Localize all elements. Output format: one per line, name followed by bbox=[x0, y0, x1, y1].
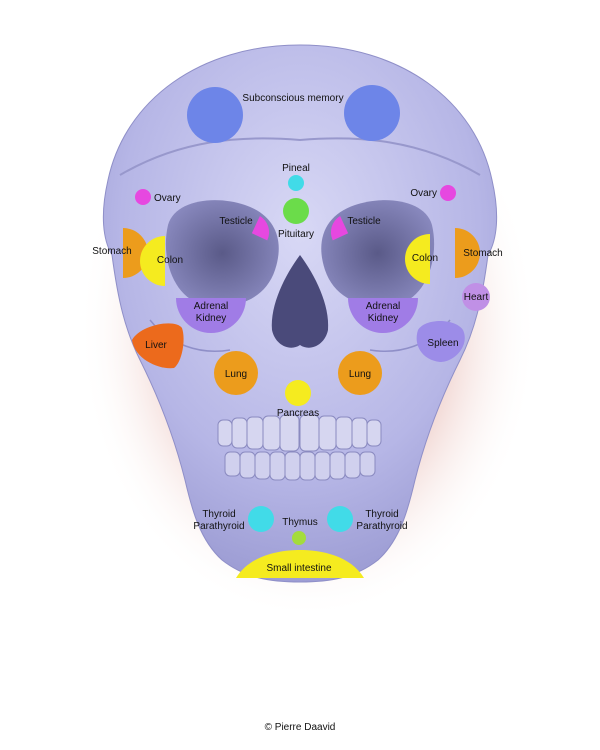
label-lung-left: Lung bbox=[225, 369, 247, 380]
label-pineal: Pineal bbox=[282, 163, 310, 174]
label-lung-right: Lung bbox=[349, 369, 371, 380]
label-liver: Liver bbox=[145, 340, 167, 351]
zone-testicle-left bbox=[251, 215, 270, 241]
upper-teeth bbox=[217, 414, 382, 452]
label-colon-left: Colon bbox=[157, 255, 183, 266]
label-subconscious: Subconscious memory bbox=[242, 93, 343, 104]
zone-heart bbox=[462, 283, 490, 311]
label-stomach-right: Stomach bbox=[463, 248, 502, 259]
zone-small-intestine bbox=[236, 550, 364, 578]
zone-subconscious-right bbox=[344, 85, 400, 141]
label-small-intestine: Small intestine bbox=[266, 563, 331, 574]
right-eye-socket bbox=[321, 200, 435, 307]
zone-lung-left bbox=[214, 351, 258, 395]
label-thymus: Thymus bbox=[282, 517, 318, 528]
zone-adrenal-right bbox=[348, 298, 418, 333]
label-testicle-right: Testicle bbox=[347, 216, 381, 227]
label-pancreas: Pancreas bbox=[277, 408, 319, 419]
label-thyroid-right-2: Parathyroid bbox=[356, 521, 407, 532]
nasal-cavity bbox=[271, 255, 329, 348]
label-heart: Heart bbox=[464, 292, 489, 303]
label-adrenal-right-2: Kidney bbox=[368, 313, 399, 324]
zone-pancreas bbox=[285, 380, 311, 406]
label-stomach-left: Stomach bbox=[92, 246, 131, 257]
label-thyroid-left-1: Thyroid bbox=[202, 509, 235, 520]
zone-ovary-right bbox=[440, 185, 456, 201]
label-ovary-right: Ovary bbox=[410, 188, 437, 199]
label-spleen: Spleen bbox=[427, 338, 458, 349]
zone-spleen bbox=[416, 321, 465, 362]
label-thyroid-left-2: Parathyroid bbox=[193, 521, 244, 532]
zone-pituitary bbox=[283, 198, 309, 224]
label-testicle-left: Testicle bbox=[219, 216, 253, 227]
brow-ridge bbox=[119, 137, 481, 176]
label-adrenal-left-1: Adrenal bbox=[194, 301, 228, 312]
zone-liver bbox=[132, 323, 184, 369]
zone-testicle-right bbox=[330, 215, 349, 241]
zone-subconscious-left bbox=[187, 87, 243, 143]
label-adrenal-left-2: Kidney bbox=[196, 313, 227, 324]
label-ovary-left: Ovary bbox=[154, 193, 181, 204]
label-thyroid-right-1: Thyroid bbox=[365, 509, 398, 520]
zone-thyroid-left bbox=[248, 506, 274, 532]
copyright-credit: © Pierre Daavid bbox=[264, 722, 336, 733]
zone-colon-left bbox=[140, 236, 165, 286]
zone-thymus bbox=[292, 531, 306, 545]
zone-colon-right bbox=[405, 234, 430, 284]
zone-pineal bbox=[288, 175, 304, 191]
zone-ovary-left bbox=[135, 189, 151, 205]
zone-adrenal-left bbox=[176, 298, 246, 333]
zone-thyroid-right bbox=[327, 506, 353, 532]
label-adrenal-right-1: Adrenal bbox=[366, 301, 400, 312]
left-eye-socket bbox=[165, 200, 279, 307]
lower-teeth bbox=[224, 451, 376, 481]
label-pituitary: Pituitary bbox=[278, 229, 314, 240]
zone-lung-right bbox=[338, 351, 382, 395]
label-colon-right: Colon bbox=[412, 253, 438, 264]
zone-stomach-right bbox=[455, 228, 480, 278]
